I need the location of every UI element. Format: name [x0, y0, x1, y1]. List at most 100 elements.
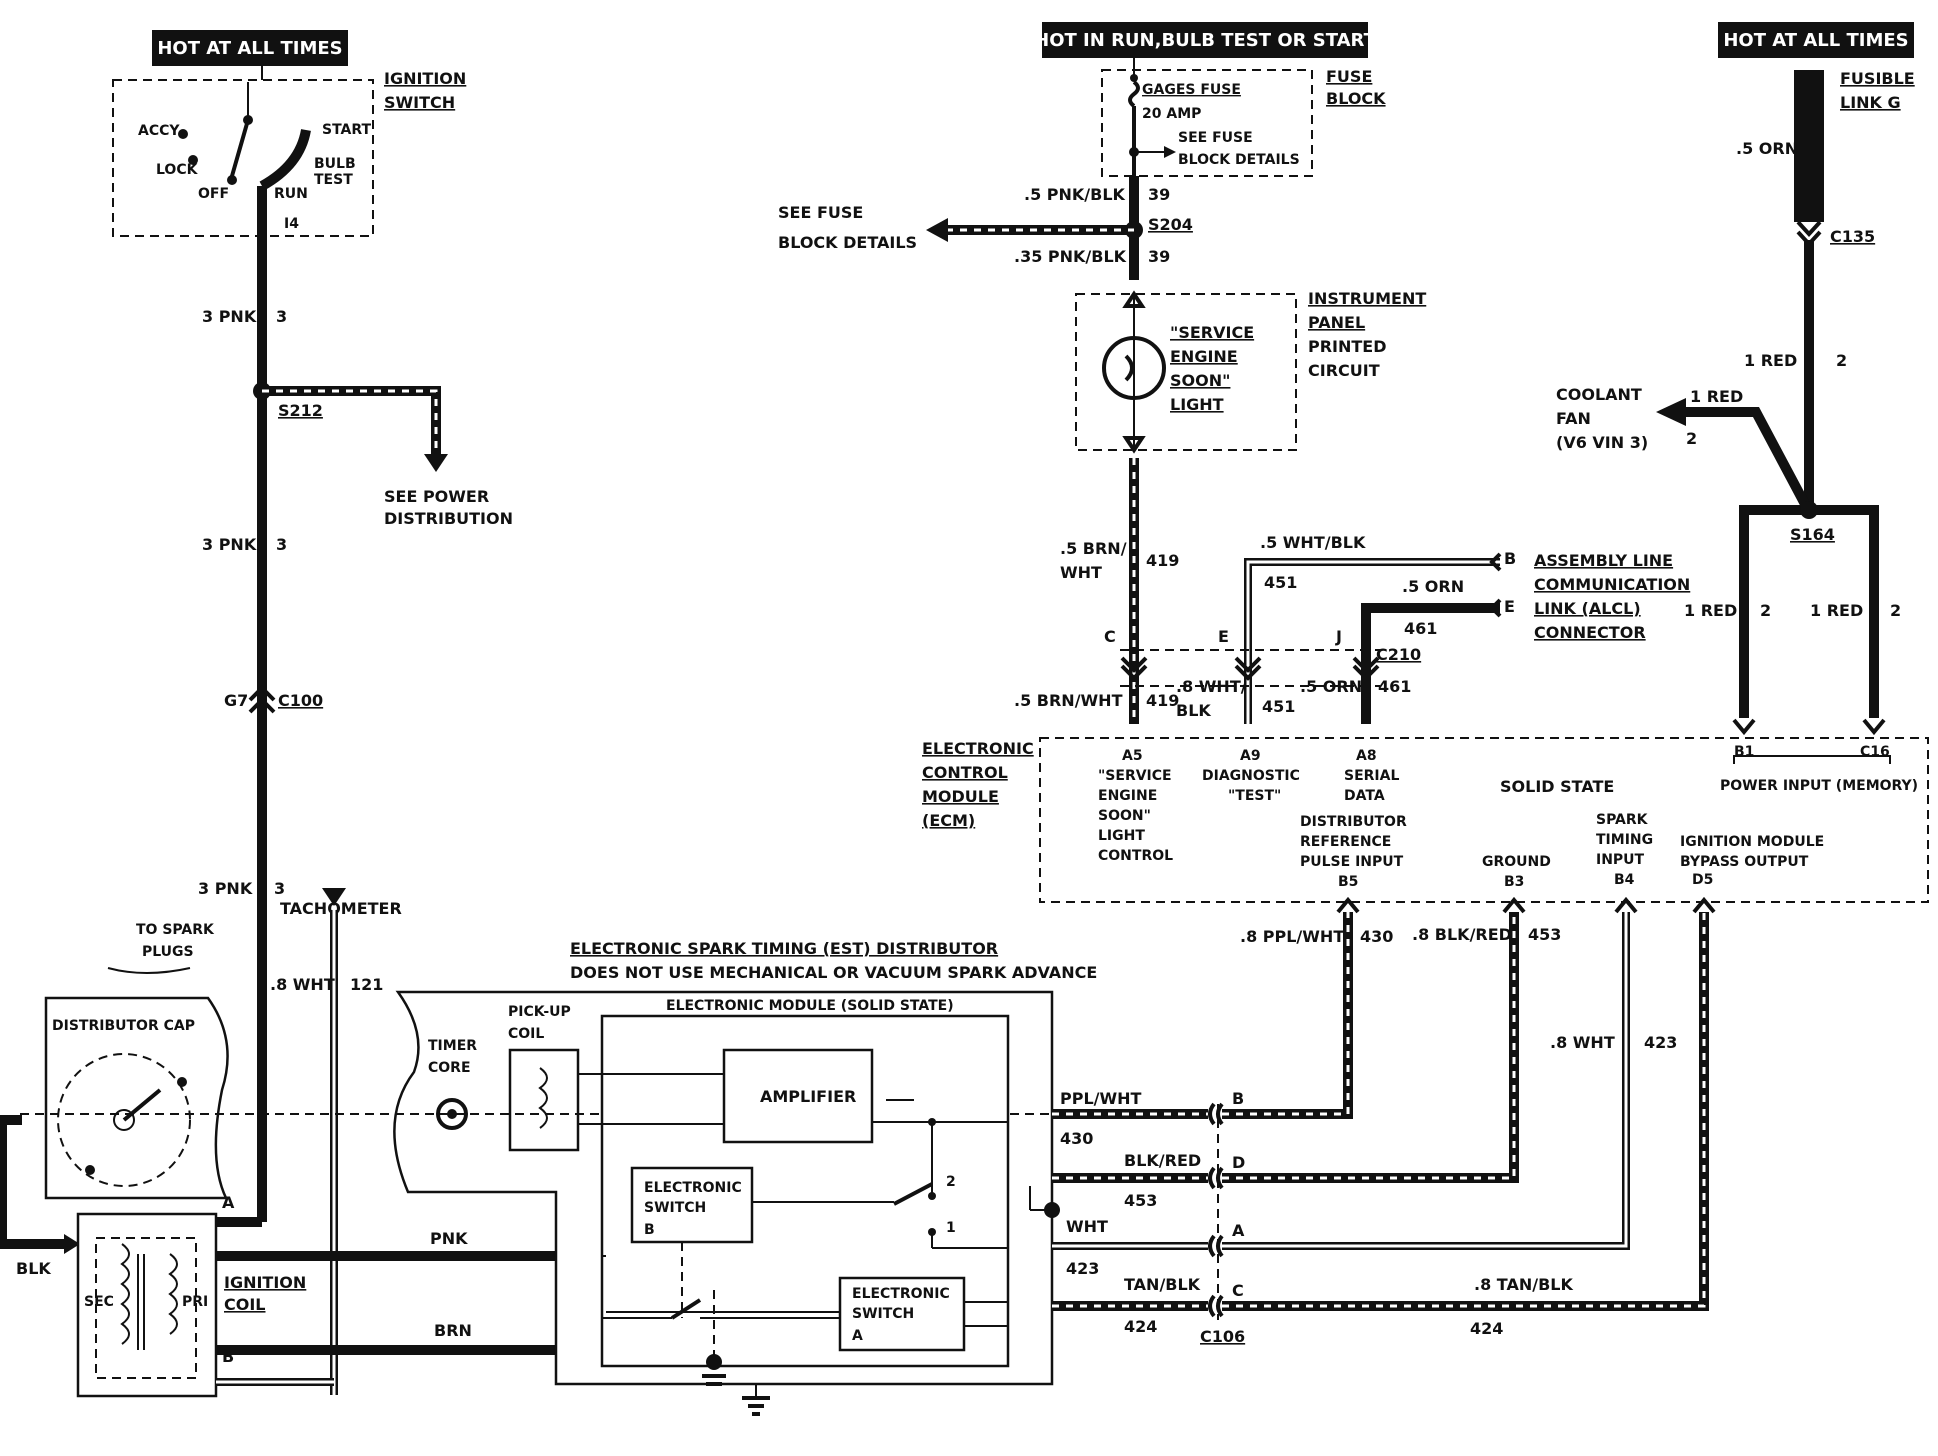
fusible-link: FUSIBLE LINK G .5 ORN C135 1 RED 2 COOLA…	[1556, 69, 1915, 736]
a9-desc-1: DIAGNOSTIC	[1202, 768, 1300, 784]
wire2-num: 39	[1148, 247, 1170, 266]
to-spark-2: PLUGS	[142, 944, 194, 960]
c106-label: C106	[1200, 1327, 1245, 1346]
ipc-title-2: PANEL	[1308, 313, 1365, 332]
ppl-wht-label: PPL/WHT	[1060, 1089, 1142, 1108]
sw-a-3: A	[852, 1328, 863, 1344]
ppl-wht-ecm-label: .8 PPL/WHT	[1240, 927, 1344, 946]
wire1-num: 39	[1148, 185, 1170, 204]
lamp-4: LIGHT	[1170, 395, 1224, 414]
ecm-pin-b5: B5	[1338, 874, 1358, 890]
ecm-title-3: MODULE	[922, 787, 999, 806]
n430-ecm-label: 430	[1360, 927, 1393, 946]
ipc-title-3: PRINTED	[1308, 337, 1387, 356]
wht-label: WHT	[1066, 1217, 1108, 1236]
power-input-label: POWER INPUT (MEMORY)	[1720, 778, 1918, 794]
ipc-title-1: INSTRUMENT	[1308, 289, 1426, 308]
blk-red-label: BLK/RED	[1124, 1151, 1201, 1170]
wire-mid-num: 3	[276, 535, 287, 554]
n451-label: 451	[1264, 573, 1297, 592]
coolant-3: (V6 VIN 3)	[1556, 433, 1648, 452]
off-label: OFF	[198, 186, 229, 202]
n461b-label: 461	[1378, 677, 1411, 696]
to-spark-1: TO SPARK	[136, 922, 215, 938]
header-center-text: HOT IN RUN,BULB TEST OR START	[1034, 30, 1376, 51]
c210-label: C210	[1376, 645, 1421, 664]
left-see-fuse-2: BLOCK DETAILS	[778, 233, 917, 252]
ignition-coil: SEC PRI A B IGNITION COIL PNK BRN	[76, 1193, 556, 1398]
d5-desc-2: BYPASS OUTPUT	[1680, 854, 1809, 870]
a5-desc-1: "SERVICE	[1098, 768, 1172, 784]
ignition-coil-title-2: COIL	[224, 1295, 266, 1314]
n423-label: 423	[1066, 1259, 1099, 1278]
b5-desc-2: REFERENCE	[1300, 834, 1391, 850]
n453-ecm-label: 453	[1528, 925, 1561, 944]
est-title: ELECTRONIC SPARK TIMING (EST) DISTRIBUTO…	[570, 939, 998, 958]
ignition-coil-title-1: IGNITION	[224, 1273, 306, 1292]
accy-contact	[178, 129, 188, 139]
c210-pin-j: J	[1335, 627, 1342, 646]
n451b-label: 451	[1262, 697, 1295, 716]
est-subtitle: DOES NOT USE MECHANICAL OR VACUUM SPARK …	[570, 963, 1097, 982]
timer-core-2: CORE	[428, 1060, 471, 1076]
solid-state-label: SOLID STATE	[1500, 777, 1614, 796]
tachometer-label: TACHOMETER	[280, 899, 402, 918]
wire-low-num: 3	[274, 879, 285, 898]
wire-low-label: 3 PNK	[198, 879, 253, 898]
amplifier-label: AMPLIFIER	[760, 1087, 856, 1106]
n419b-label: 419	[1146, 691, 1179, 710]
brn-label: BRN	[434, 1321, 472, 1340]
fuse-block-title-2: BLOCK	[1326, 89, 1386, 108]
blk-arrow-icon	[64, 1234, 80, 1254]
alcl-2: COMMUNICATION	[1534, 575, 1690, 594]
amp-label: 20 AMP	[1142, 106, 1201, 122]
ecm-wire-labels: .8 PPL/WHT 430 .8 BLK/RED 453 .8 WHT 423	[1240, 925, 1677, 1052]
a5-desc-5: CONTROL	[1098, 848, 1173, 864]
red-right-num: 2	[1890, 601, 1901, 620]
wire-top-num: 3	[276, 307, 287, 326]
timer-core	[436, 1098, 468, 1130]
service-engine-soon-lamp	[1102, 336, 1166, 400]
header-right: HOT AT ALL TIMES	[1718, 22, 1914, 58]
a5-desc-4: LIGHT	[1098, 828, 1145, 844]
left-see-fuse-1: SEE FUSE	[778, 203, 863, 222]
a9-desc-2: "TEST"	[1228, 788, 1281, 804]
sw-a-2: SWITCH	[852, 1306, 914, 1322]
a8-desc-1: SERIAL	[1344, 768, 1399, 784]
see-power-2: DISTRIBUTION	[384, 509, 513, 528]
c106-pin-c: C	[1232, 1281, 1244, 1300]
c210-pin-c: C	[1104, 627, 1116, 646]
ignition-switch-title-1: IGNITION	[384, 69, 466, 88]
tan-blk-long-label: .8 TAN/BLK	[1474, 1275, 1573, 1294]
sw-b-3: B	[644, 1222, 655, 1238]
b5-desc-3: PULSE INPUT	[1300, 854, 1404, 870]
ecm: ELECTRONIC CONTROL MODULE (ECM) A5 "SERV…	[922, 737, 1929, 914]
left-circuit: 3 PNK 3 S212 SEE POWER DISTRIBUTION 3 PN…	[198, 236, 513, 1395]
fuse-block: GAGES FUSE 20 AMP SEE FUSE BLOCK DETAILS…	[778, 58, 1386, 280]
red-left-num: 2	[1760, 601, 1771, 620]
lamp-2: ENGINE	[1170, 347, 1238, 366]
pri-label: PRI	[182, 1294, 208, 1310]
ecm-pin-d5: D5	[1692, 872, 1713, 888]
brn-wht2-label: .5 BRN/WHT	[1014, 691, 1123, 710]
pickup-2: COIL	[508, 1026, 544, 1042]
red-left-label: 1 RED	[1684, 601, 1737, 620]
wire-top-label: 3 PNK	[202, 307, 257, 326]
coolant-2: FAN	[1556, 409, 1591, 428]
est-distributor: ELECTRONIC SPARK TIMING (EST) DISTRIBUTO…	[20, 939, 1097, 1416]
header-left: HOT AT ALL TIMES	[152, 30, 348, 66]
n423-ecm-label: 423	[1644, 1033, 1677, 1052]
n453-label: 453	[1124, 1191, 1157, 1210]
lamp-1: "SERVICE	[1170, 323, 1254, 342]
c106-pin-b: B	[1232, 1089, 1244, 1108]
ipc-title-4: CIRCUIT	[1308, 361, 1380, 380]
orn-label: .5 ORN	[1402, 577, 1464, 596]
red-right-label: 1 RED	[1810, 601, 1863, 620]
n424-label: 424	[1124, 1317, 1157, 1336]
alcl-pin-b: B	[1504, 549, 1516, 568]
c106-pin-a: A	[1232, 1221, 1245, 1240]
ecm-title-4: (ECM)	[922, 811, 975, 830]
splice-s212-label: S212	[278, 401, 323, 420]
a5-desc-2: ENGINE	[1098, 788, 1157, 804]
electronic-switch-a	[838, 1276, 966, 1352]
